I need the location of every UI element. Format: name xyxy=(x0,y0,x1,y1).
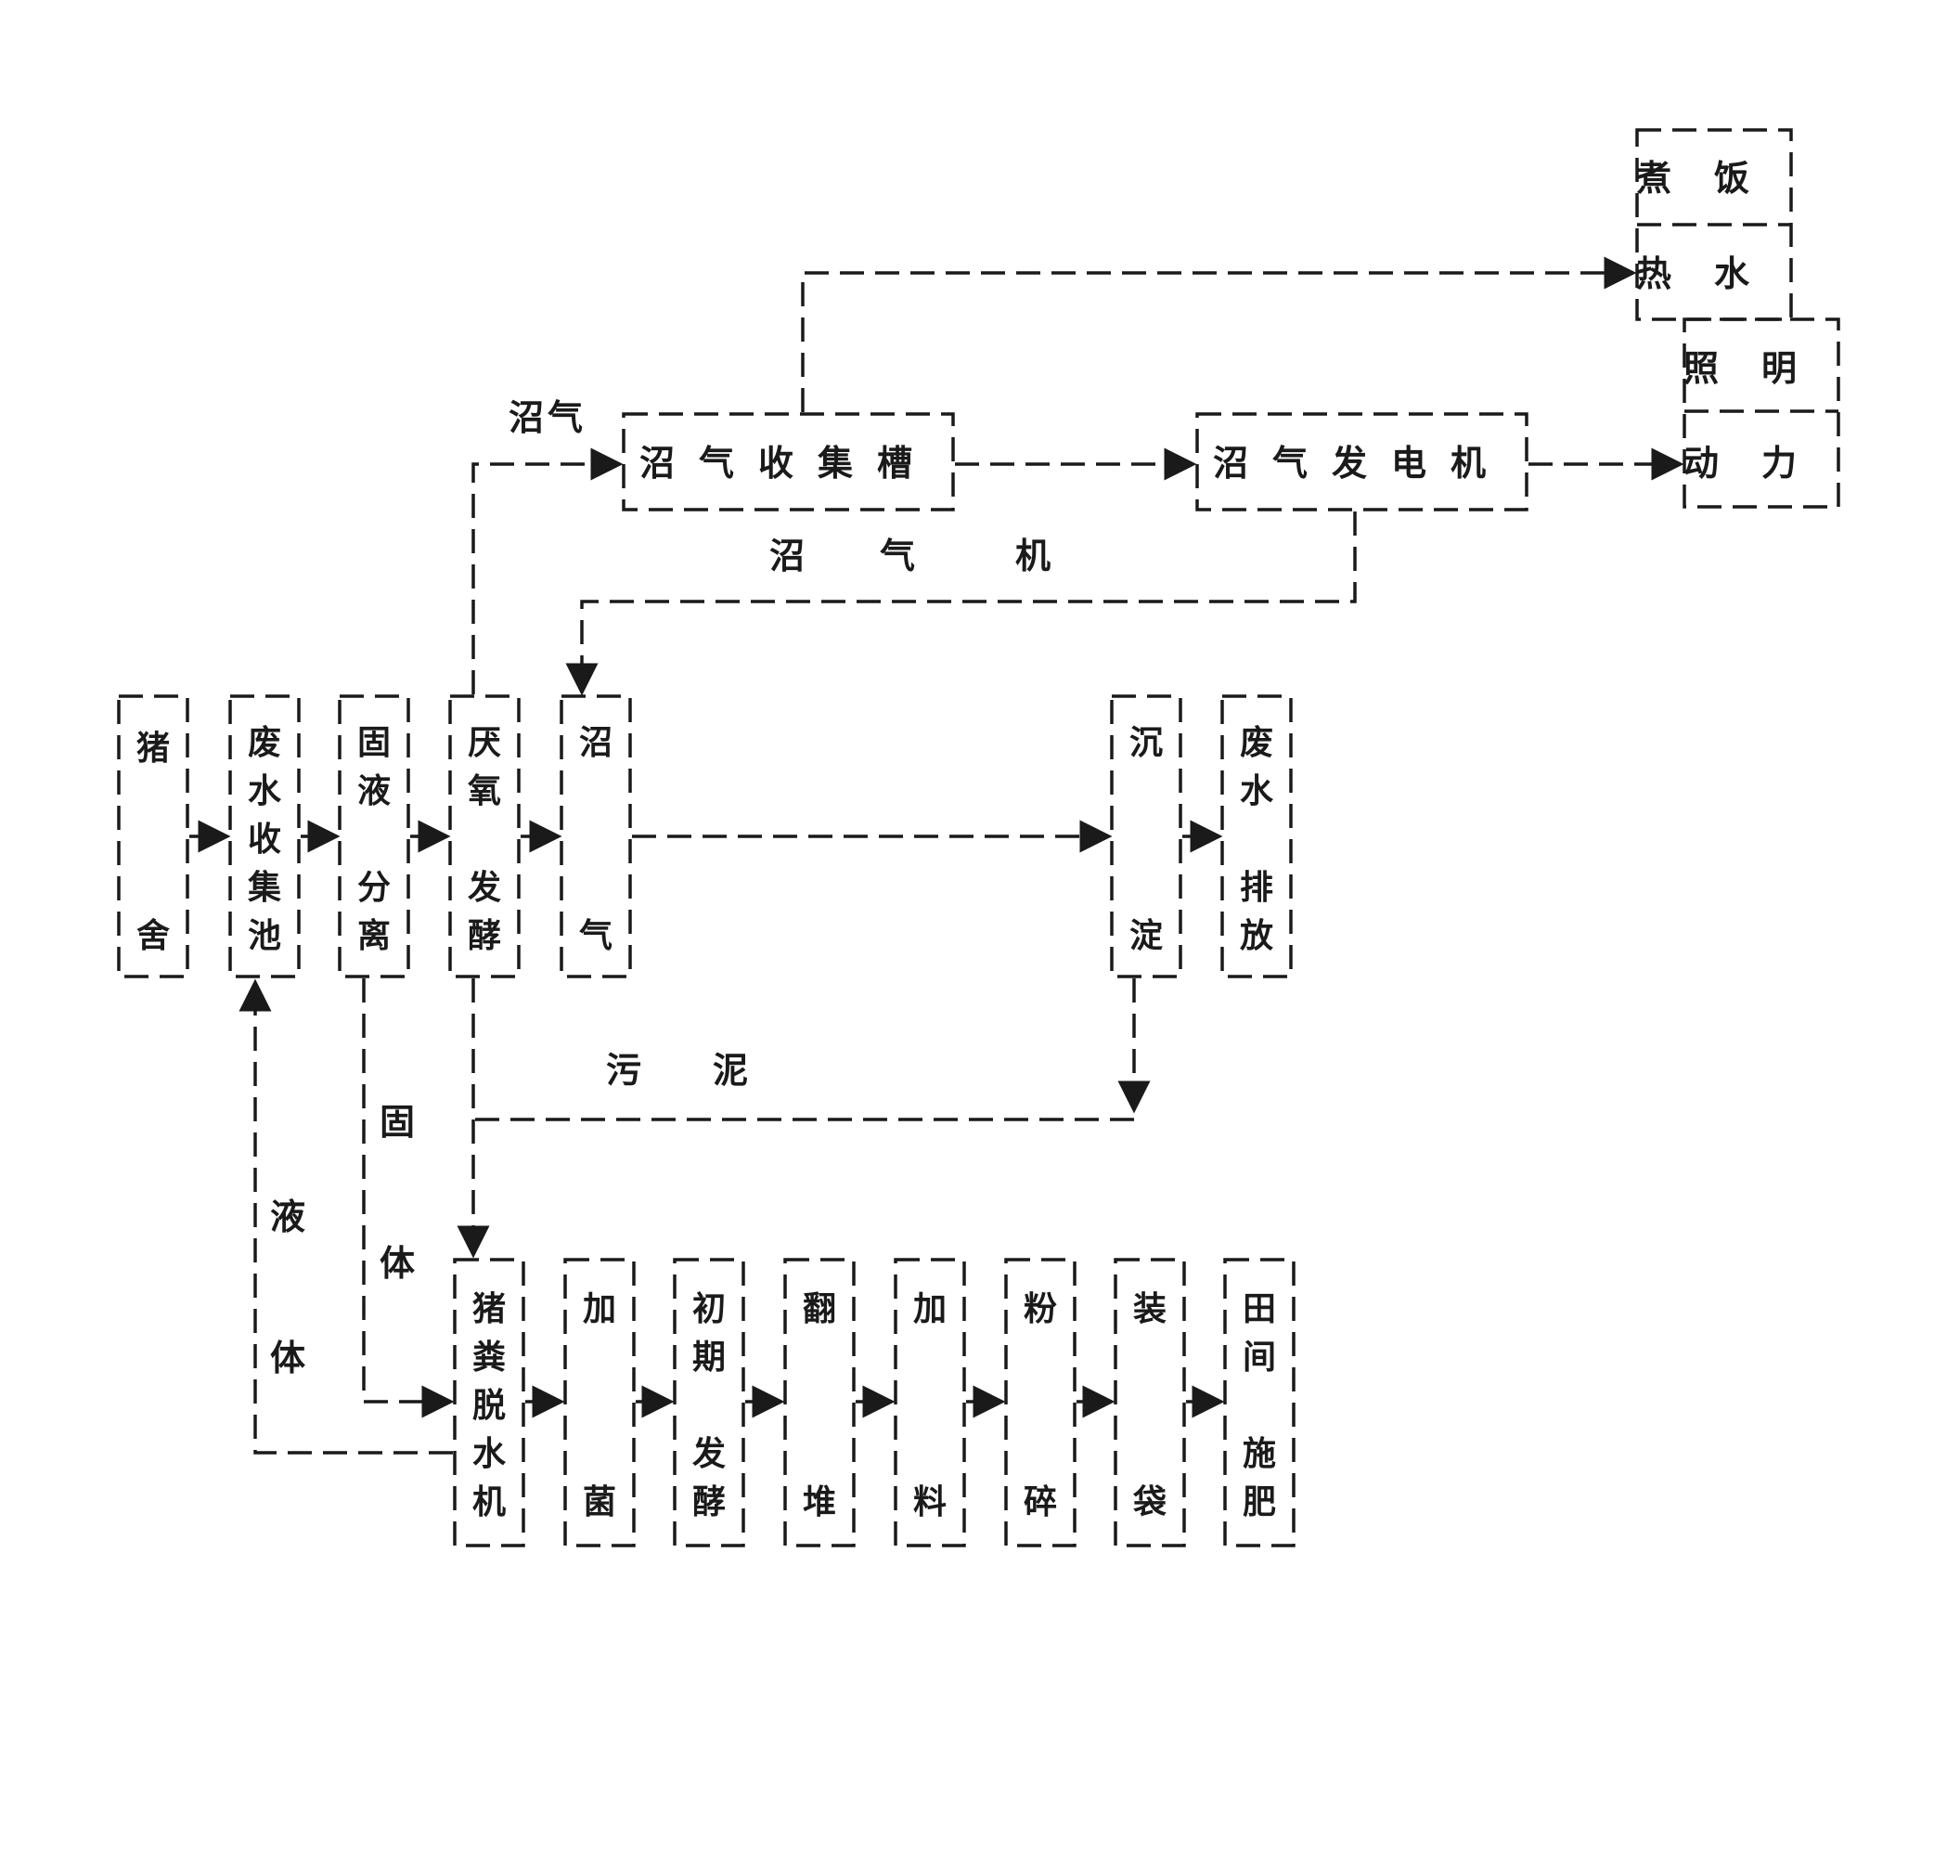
tank-to-hotwater-arrow xyxy=(801,256,1637,412)
generator-to-biogas-column-arrow xyxy=(565,511,1357,696)
add-material-node: 加料 xyxy=(894,1258,966,1547)
svg-text:猪粪脱水机: 猪粪脱水机 xyxy=(472,1290,507,1521)
svg-text:粉碎: 粉碎 xyxy=(1024,1290,1057,1521)
svg-text:废水收集池: 废水收集池 xyxy=(247,724,282,955)
biogas-tank-box xyxy=(622,412,955,511)
svg-text:加料: 加料 xyxy=(913,1290,947,1521)
solid-label: 固体 xyxy=(380,1102,415,1284)
sludge-label: 污泥 xyxy=(606,1050,748,1091)
dewatering-machine-node: 猪粪脱水机 xyxy=(453,1258,525,1547)
sedimentation-label: 沉淀 xyxy=(1129,724,1163,955)
lighting-power-box xyxy=(1683,317,1840,509)
pig-house-label: 猪舍 xyxy=(136,730,170,955)
liquid-label: 液体 xyxy=(270,1197,305,1378)
biogas-tank-label: 沼气收集槽 xyxy=(639,443,936,484)
biogas-flow-label: 沼气 xyxy=(509,397,587,438)
field-fertilizing-node: 田间施肥 xyxy=(1223,1258,1296,1547)
hot-water-label: 热水 xyxy=(1636,253,1792,294)
liquid-return-arrow xyxy=(239,978,453,1455)
biogas-column-label: 沼气 xyxy=(579,724,612,955)
power-label: 动力 xyxy=(1683,443,1839,484)
crushing-node: 粉碎 xyxy=(1004,1258,1077,1547)
bagging-node: 装袋 xyxy=(1114,1258,1186,1547)
svg-text:翻堆: 翻堆 xyxy=(803,1290,836,1521)
initial-fermentation-node: 初期发酵 xyxy=(673,1258,745,1547)
lighting-label: 照明 xyxy=(1683,348,1839,389)
fermentation-to-tank-arrow xyxy=(471,447,624,694)
solid-liquid-separation-node: 固液分离 xyxy=(338,694,410,978)
turning-pile-node: 翻堆 xyxy=(783,1258,856,1547)
svg-text:加菌: 加菌 xyxy=(583,1290,616,1521)
svg-text:废水排放: 废水排放 xyxy=(1240,724,1274,955)
svg-text:固液分离: 固液分离 xyxy=(357,724,391,955)
wastewater-pool-node: 废水收集池 xyxy=(228,694,301,978)
biogas-generator-label: 沼气发电机 xyxy=(1213,443,1510,484)
svg-text:厌氧发酵: 厌氧发酵 xyxy=(468,724,501,955)
biogas-generator-box xyxy=(1195,412,1528,511)
biogas-machine-label: 沼气机 xyxy=(769,536,1051,576)
anaerobic-fermentation-node: 厌氧发酵 xyxy=(448,694,521,978)
svg-text:装袋: 装袋 xyxy=(1132,1290,1167,1521)
svg-text:初期发酵: 初期发酵 xyxy=(692,1290,726,1521)
svg-text:田间施肥: 田间施肥 xyxy=(1243,1290,1276,1521)
solid-to-dewatering-arrow xyxy=(362,978,455,1418)
wastewater-discharge-node: 废水排放 xyxy=(1220,694,1293,978)
cooking-label: 煮饭 xyxy=(1635,158,1792,199)
add-bacteria-node: 加菌 xyxy=(563,1258,636,1547)
